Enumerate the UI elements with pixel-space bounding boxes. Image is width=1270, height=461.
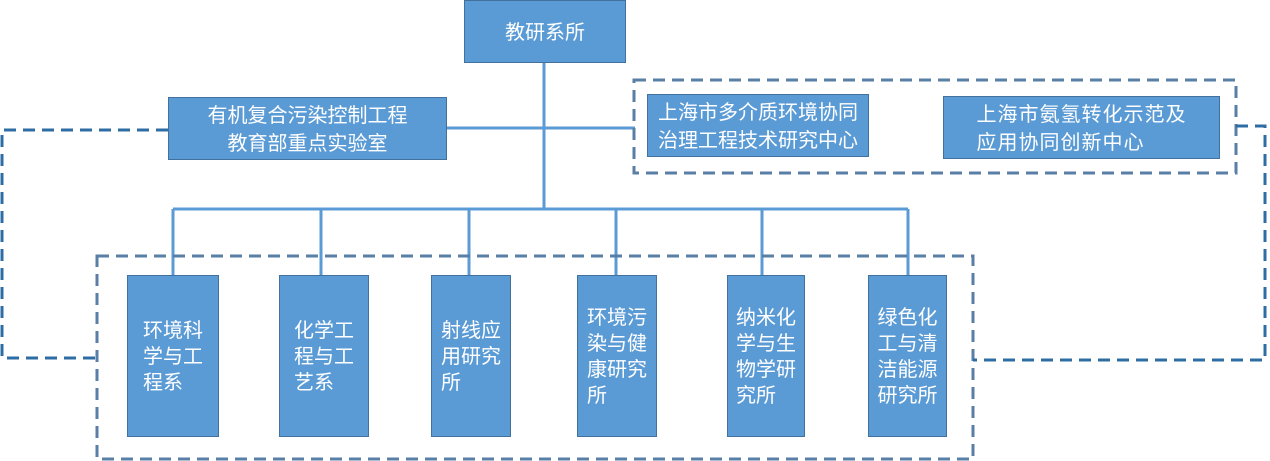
department-label: 环境科 学与工 程系 <box>143 318 203 394</box>
centers-dashed-connector <box>973 124 1267 362</box>
department-label: 射线应 用研究 所 <box>441 318 501 394</box>
lab-dashed-connector <box>0 128 168 360</box>
departments-group-border <box>95 254 975 461</box>
center-node: 上海市氨氢转化示范及 应用协同创新中心 <box>943 96 1220 159</box>
lab-node: 有机复合污染控制工程 教育部重点实验室 <box>168 97 447 160</box>
department-node: 环境科 学与工 程系 <box>127 275 219 437</box>
department-node: 射线应 用研究 所 <box>431 275 511 437</box>
department-node: 化学工 程与工 艺系 <box>279 275 369 437</box>
department-label: 纳米化 学与生 物学研 究所 <box>736 305 796 407</box>
root-label: 教研系所 <box>505 19 585 44</box>
department-node: 纳米化 学与生 物学研 究所 <box>727 275 805 437</box>
root-node: 教研系所 <box>464 0 626 63</box>
center-label: 上海市氨氢转化示范及 应用协同创新中心 <box>976 101 1187 154</box>
department-label: 绿色化 工与清 洁能源 研究所 <box>877 305 938 407</box>
lab-label: 有机复合污染控制工程 教育部重点实验室 <box>207 102 408 155</box>
center-label: 上海市多介质环境协同 治理工程技术研究中心 <box>658 99 858 152</box>
department-label: 环境污 染与健 康研究 所 <box>587 305 647 407</box>
center-node: 上海市多介质环境协同 治理工程技术研究中心 <box>647 94 869 157</box>
department-label: 化学工 程与工 艺系 <box>294 318 354 394</box>
department-node: 绿色化 工与清 洁能源 研究所 <box>868 275 947 437</box>
department-node: 环境污 染与健 康研究 所 <box>577 275 657 437</box>
